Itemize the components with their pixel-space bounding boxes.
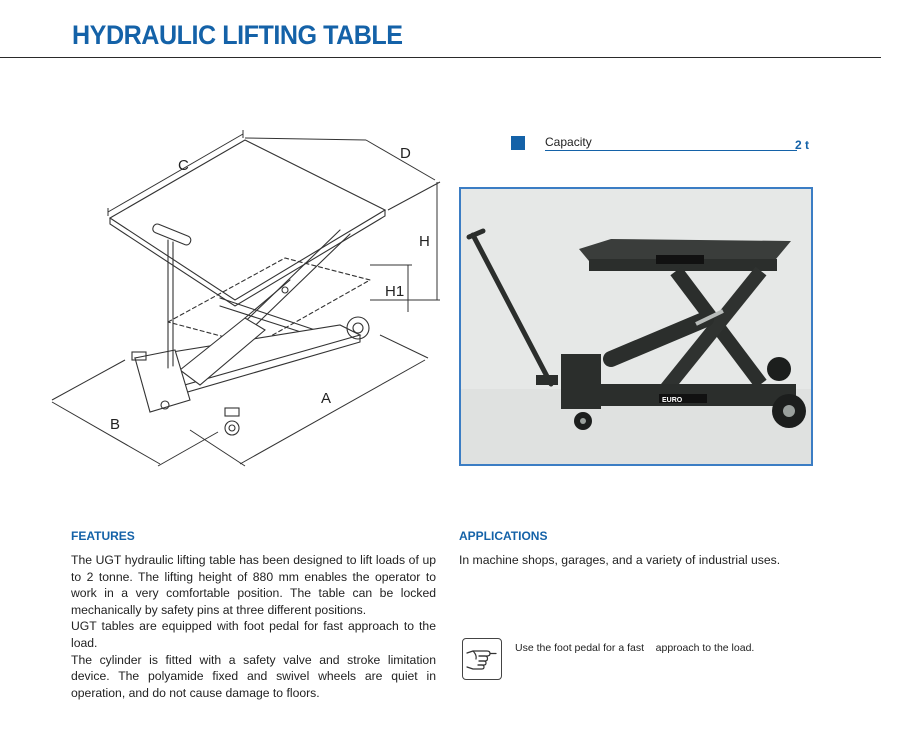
photo-cylinder bbox=[603, 311, 714, 367]
features-paragraph: The UGT hydraulic lifting table has been… bbox=[71, 553, 436, 617]
dim-b-line bbox=[51, 401, 161, 465]
features-paragraph: UGT tables are equipped with foot pedal … bbox=[71, 619, 436, 650]
dim-a-line bbox=[239, 359, 426, 465]
scissor-arm-1 bbox=[219, 297, 331, 336]
capacity-value: 2 t bbox=[794, 138, 809, 152]
tabletop-outline bbox=[108, 139, 387, 301]
capacity-leader-line bbox=[545, 150, 797, 151]
photo-tabletop bbox=[579, 239, 791, 261]
dim-b-label: B bbox=[110, 416, 120, 433]
capacity-row: Capacity 2 t bbox=[511, 135, 811, 153]
lowered-table-dashed bbox=[167, 257, 372, 346]
pump-block bbox=[134, 349, 191, 413]
capacity-label: Capacity bbox=[545, 135, 592, 149]
cylinder bbox=[179, 317, 266, 386]
dim-h1-label: H1 bbox=[385, 283, 404, 300]
tip-icon-box bbox=[462, 638, 502, 680]
rear-wheel bbox=[346, 316, 370, 340]
page-title: HYDRAULIC LIFTING TABLE bbox=[72, 20, 403, 50]
handle-grip bbox=[152, 223, 192, 246]
features-body: The UGT hydraulic lifting table has been… bbox=[71, 552, 436, 701]
dimension-drawing: C D H H1 A B bbox=[51, 130, 441, 467]
applications-body: In machine shops, garages, and a variety… bbox=[459, 553, 781, 567]
pointing-hand-icon bbox=[466, 650, 497, 670]
features-heading: FEATURES bbox=[71, 529, 135, 543]
photo-logo: EURO bbox=[662, 397, 683, 404]
dim-c-label: C bbox=[178, 157, 189, 174]
capacity-bullet bbox=[511, 136, 525, 150]
product-illustration: EURO bbox=[461, 189, 811, 464]
tabletop-edge bbox=[109, 209, 386, 307]
dim-c-line bbox=[107, 133, 244, 213]
tip-text: Use the foot pedal for a fast approach t… bbox=[515, 642, 755, 654]
applications-heading: APPLICATIONS bbox=[459, 529, 548, 543]
features-paragraph: The cylinder is fitted with a safety val… bbox=[71, 652, 436, 700]
front-wheel bbox=[224, 420, 240, 436]
dim-a-label: A bbox=[321, 390, 331, 407]
dim-d-line bbox=[365, 139, 436, 181]
product-photo: EURO bbox=[459, 187, 813, 466]
dim-h-label: H bbox=[419, 233, 430, 250]
title-divider bbox=[0, 57, 881, 58]
dim-d-label: D bbox=[400, 145, 411, 162]
scissor-pivot bbox=[281, 286, 289, 294]
photo-handle bbox=[470, 232, 554, 387]
